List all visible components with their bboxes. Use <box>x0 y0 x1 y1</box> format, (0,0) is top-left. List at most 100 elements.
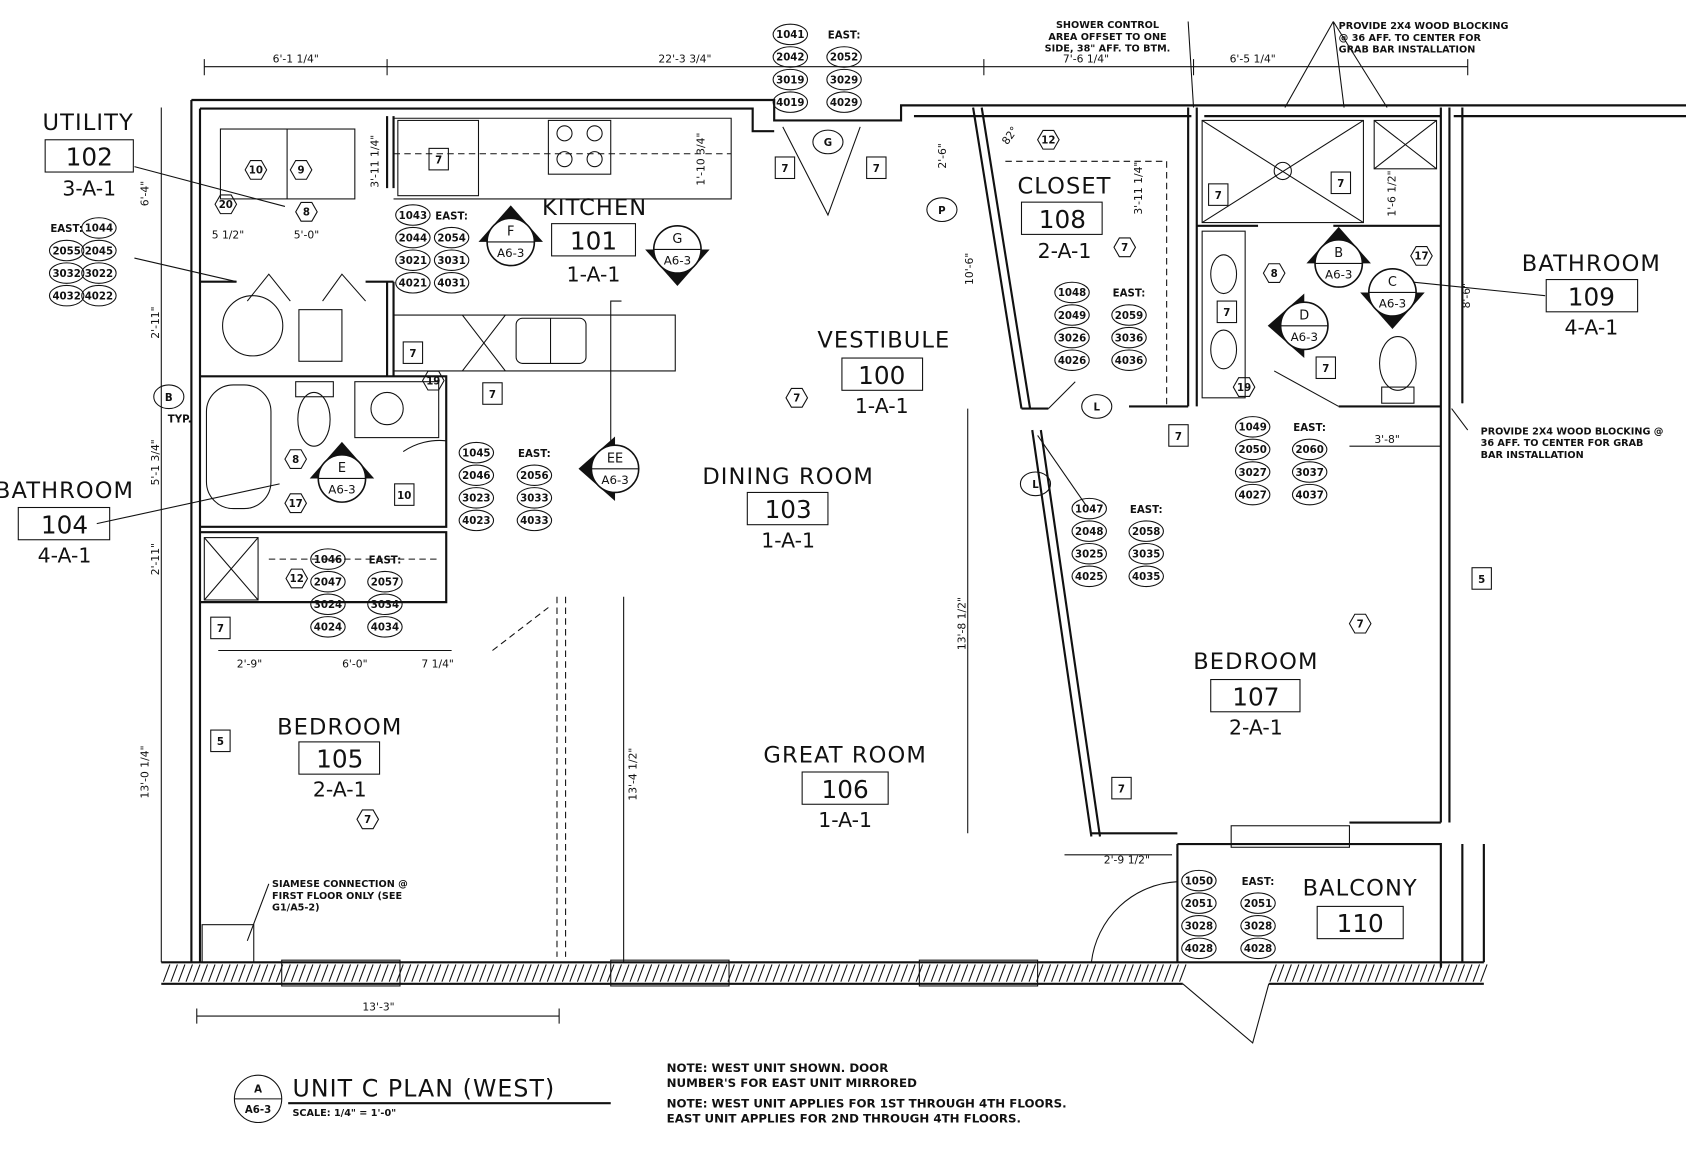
room-bathroom-109: BATHROOM 109 4-A-1 <box>1522 251 1661 339</box>
room-code: 1-A-1 <box>567 263 621 287</box>
door-number: 3019 <box>776 75 804 86</box>
keynote-square: 5 <box>210 729 231 753</box>
door-tag-east: 4034 <box>367 616 403 638</box>
dimension: 82° <box>999 124 1021 147</box>
door-number: 2051 <box>1244 899 1272 910</box>
keynote-number: 20 <box>219 200 233 211</box>
door-type-letter: L <box>1032 480 1039 491</box>
keynote-hex: 8 <box>295 201 318 222</box>
hexagon-icon <box>785 387 809 408</box>
door-tag-west: 3028 <box>1181 915 1217 937</box>
section-sheet: A6-3 <box>328 483 355 497</box>
door-number: 4021 <box>399 279 427 290</box>
door-number: 1049 <box>1238 423 1266 434</box>
door-type-letter: L <box>1094 403 1101 414</box>
door-number: 3034 <box>371 600 399 611</box>
hexagon-icon <box>1410 246 1433 266</box>
door-tag-west: 4022 <box>81 284 117 307</box>
section-marker-b: BA6-3 <box>1306 226 1371 288</box>
keynote-square: 7 <box>1168 424 1189 447</box>
section-letter: D <box>1299 308 1309 323</box>
door-number: 4033 <box>520 516 548 527</box>
room-great-room: GREAT ROOM 106 1-A-1 <box>763 742 925 832</box>
section-marker-f: FA6-3 <box>478 205 544 267</box>
dimension: 10'-6" <box>963 253 976 285</box>
dimension: 3'-11 1/4" <box>368 135 381 188</box>
hexagon-icon <box>244 159 268 180</box>
door-number: 1048 <box>1058 288 1086 299</box>
door-number: 4027 <box>1238 490 1266 501</box>
keynote-square: 7 <box>428 147 449 171</box>
door-number: 2048 <box>1075 527 1103 538</box>
dimension: 3'-8" <box>1374 433 1399 446</box>
door-tag-west: 2051 <box>1181 892 1217 914</box>
door-tag-west: 3021 <box>395 249 431 271</box>
door-number: 3027 <box>1238 468 1266 479</box>
door-tag-east: 4029 <box>826 91 862 113</box>
door-tag-west: 2042 <box>772 46 809 68</box>
door-number: 3036 <box>1115 333 1143 344</box>
hexagon-icon <box>295 201 318 222</box>
keynote-number: 17 <box>1414 252 1428 263</box>
door-tag-east: 4036 <box>1111 349 1147 371</box>
east-label: EAST: <box>518 449 551 460</box>
door-type-letter: G <box>824 138 832 149</box>
room-number: 108 <box>1039 205 1086 234</box>
title-block: A A6-3 UNIT C PLAN (WEST) SCALE: 1/4" = … <box>233 1074 611 1124</box>
dimension: 7 1/4" <box>421 658 454 671</box>
room-name: BATHROOM <box>1522 251 1661 277</box>
dimension: 1'-10 3/4" <box>694 133 707 186</box>
note-line: FIRST FLOOR ONLY (SEE <box>272 891 402 902</box>
note-line: G1/A5-2) <box>272 903 320 914</box>
dimensions: 6'-1 1/4" 22'-3 3/4" 7'-6 1/4" 6'-5 1/4"… <box>138 52 1472 1013</box>
door-number: 4031 <box>437 279 465 290</box>
door-tag-east: 2057 <box>367 570 403 593</box>
keynote-hex: 19 <box>1232 377 1256 397</box>
dimension: 5'-0" <box>294 229 319 242</box>
general-notes: NOTE: WEST UNIT SHOWN. DOOR NUMBER'S FOR… <box>667 1061 1067 1126</box>
keynote-square: 7 <box>774 156 796 180</box>
hexagon-icon <box>1232 377 1256 397</box>
door-tag-west: 1047 <box>1071 497 1107 520</box>
callout-siamese: SIAMESE CONNECTION @ FIRST FLOOR ONLY (S… <box>272 879 408 914</box>
hexagon-icon <box>285 568 309 589</box>
keynote-hex: 8 <box>284 449 308 470</box>
keynote-number: 9 <box>298 166 305 177</box>
keynote-hex: 12 <box>285 568 309 589</box>
room-code: 2-A-1 <box>1229 715 1283 739</box>
door-number: 2050 <box>1238 445 1266 456</box>
room-name: BEDROOM <box>1193 649 1318 675</box>
door-tag-east: 3029 <box>826 68 862 91</box>
door-number: 3028 <box>1244 922 1272 933</box>
room-code: 3-A-1 <box>62 177 116 201</box>
door-number: 4028 <box>1185 944 1213 955</box>
dimension: 5'-1 3/4" <box>149 439 162 485</box>
section-letter: G <box>672 232 682 247</box>
keynote-hex: 7 <box>1348 613 1372 634</box>
dimension: 2'-9 1/2" <box>1104 853 1150 866</box>
section-sheet: A6-3 <box>1291 330 1318 344</box>
keynote-number: 7 <box>1357 619 1364 630</box>
hexagon-icon <box>356 809 380 830</box>
room-name: KITCHEN <box>542 195 647 221</box>
dimension: 13'-4 1/2" <box>627 748 640 801</box>
room-name: VESTIBULE <box>817 327 950 353</box>
room-number: 100 <box>858 361 905 390</box>
door-number: 2049 <box>1058 311 1086 322</box>
east-label: EAST: <box>828 31 861 42</box>
door-tag-east: 4028 <box>1240 937 1276 960</box>
room-number: 106 <box>822 775 869 804</box>
door-tag-west: 3026 <box>1054 326 1090 349</box>
door-type-tag: B <box>153 384 185 410</box>
door-number: 1044 <box>85 224 113 235</box>
room-name: CLOSET <box>1017 174 1111 200</box>
door-tag-east: 2056 <box>516 464 553 486</box>
room-dining: DINING ROOM 103 1-A-1 <box>702 464 873 552</box>
dimension: 2'-11" <box>149 306 162 338</box>
keynote-square: 7 <box>1111 776 1132 800</box>
keynote-number: 8 <box>303 208 310 219</box>
door-number: 2060 <box>1295 445 1323 456</box>
dimension: 6'-1 1/4" <box>273 52 319 65</box>
